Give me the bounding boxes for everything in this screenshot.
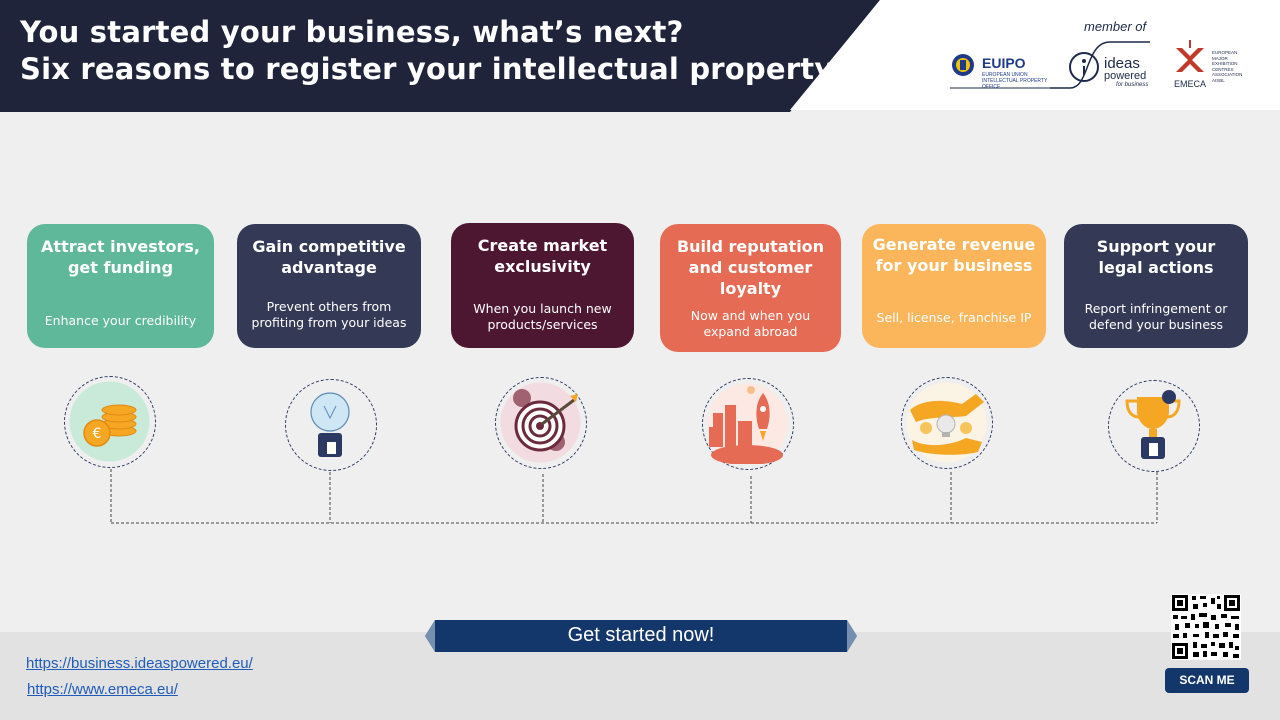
title-line-2: Six reasons to register your intellectua… — [20, 52, 834, 86]
member-of-label: member of — [1084, 19, 1147, 34]
euipo-wordmark: EUIPO — [982, 55, 1026, 71]
ideaspowered-link[interactable]: https://business.ideaspowered.eu/ — [26, 655, 253, 672]
hands-gears-icon — [901, 377, 993, 469]
card-reputation-loyalty: Build reputation and customer loyalty No… — [660, 224, 841, 352]
header-banner — [0, 0, 880, 112]
emeca-subtitle: EUROPEAN MAJOR EXHIBITION CENTRES ASSOCI… — [1212, 50, 1243, 83]
lightbulb-icon — [285, 379, 377, 471]
card-description: Enhance your credibility — [44, 313, 197, 328]
card-legal-actions: Support your legal actions Report infrin… — [1064, 224, 1248, 348]
card-description: Report infringement or defend your busin… — [1084, 301, 1228, 332]
ideas-word: ideas — [1104, 55, 1140, 72]
euro-coins-icon: € — [64, 376, 156, 468]
scan-me-label: SCAN ME — [1165, 668, 1249, 693]
emeca-wordmark: EMECA — [1174, 79, 1207, 89]
page-title: You started your business, what’s next? … — [20, 14, 833, 88]
card-title: Attract investors, get funding — [41, 237, 200, 277]
euipo-subtitle: EUROPEAN UNION INTELLECTUAL PROPERTY OFF… — [982, 72, 1048, 90]
emeca-link[interactable]: https://www.emeca.eu/ — [27, 681, 178, 698]
get-started-button-shape — [425, 620, 857, 652]
ideas-powered-logo[interactable] — [1050, 40, 1150, 92]
card-generate-revenue: Generate revenue for your business Sell,… — [862, 224, 1046, 348]
trophy-icon — [1108, 380, 1200, 472]
euipo-logo[interactable] — [950, 50, 1060, 90]
powered-word: powered — [1104, 70, 1147, 82]
title-line-1: You started your business, what’s next? — [20, 15, 684, 49]
card-description: Prevent others from profiting from your … — [251, 299, 407, 330]
for-business-label: for business — [1116, 82, 1149, 88]
card-attract-investors: Attract investors, get funding Enhance y… — [27, 224, 214, 348]
emeca-logo[interactable] — [1172, 38, 1208, 80]
logo-panel — [790, 0, 1280, 110]
rocket-city-icon — [702, 378, 794, 470]
card-title: Gain competitive advantage — [252, 237, 406, 277]
target-gears-icon — [495, 377, 587, 469]
card-title: Create market exclusivity — [477, 236, 608, 276]
card-competitive-advantage: Gain competitive advantage Prevent other… — [237, 224, 421, 348]
card-title: Build reputation and customer loyalty — [676, 237, 825, 298]
ideas-powered-wordmark: ideas powered — [1104, 56, 1146, 82]
card-description: Sell, license, franchise IP — [876, 310, 1032, 325]
svg-text:€: € — [93, 426, 102, 442]
card-title: Generate revenue for your business — [872, 235, 1036, 275]
card-market-exclusivity: Create market exclusivity When you launc… — [451, 223, 634, 348]
get-started-button[interactable]: Get started now! — [567, 624, 715, 646]
card-title: Support your legal actions — [1096, 237, 1216, 277]
card-description: When you launch new products/services — [473, 301, 612, 332]
qr-code[interactable] — [1171, 594, 1241, 660]
card-description: Now and when you expand abroad — [690, 308, 811, 339]
